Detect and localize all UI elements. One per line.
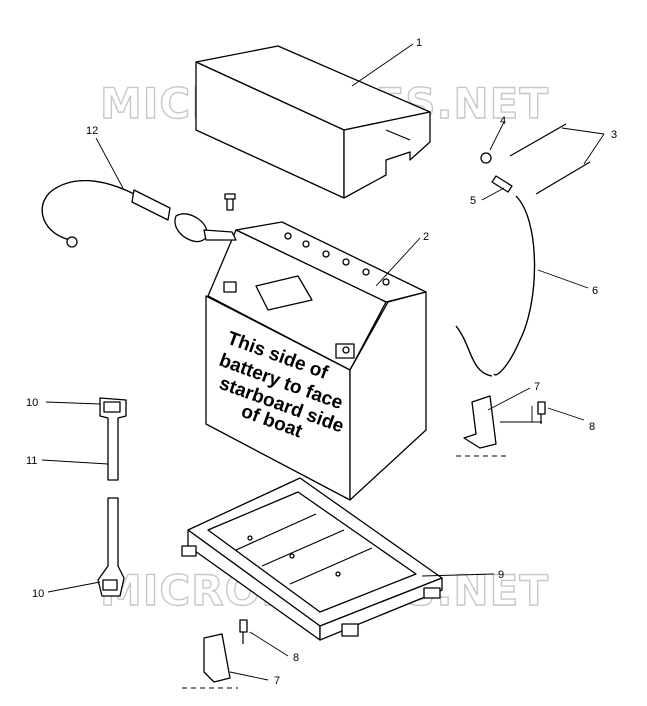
callout-2: 2	[423, 231, 429, 243]
battery-strap	[97, 397, 127, 597]
battery-cable-12	[41, 180, 237, 248]
callout-4: 4	[500, 115, 506, 127]
battery-cable-6	[455, 195, 536, 377]
callout-12: 12	[86, 125, 98, 137]
callout-3: 3	[611, 129, 617, 141]
callout-5: 5	[470, 195, 476, 207]
callout-8-upper: 8	[589, 421, 595, 433]
callout-10-upper: 10	[26, 397, 38, 409]
battery-cover	[195, 45, 431, 199]
callout-numbers: 1 2 3 4 5 6 7 8 9 8 7 10 11 10 12	[26, 37, 617, 687]
callout-10-lower: 10	[32, 588, 44, 600]
callout-leaders	[41, 43, 605, 681]
hardware-bolts	[480, 123, 591, 195]
callout-7-upper: 7	[534, 381, 540, 393]
callout-9: 9	[498, 569, 504, 581]
callout-11: 11	[26, 455, 37, 467]
screw-lower	[239, 619, 248, 644]
hold-down-bracket-upper	[463, 395, 497, 449]
battery	[205, 221, 427, 501]
callout-1: 1	[416, 37, 422, 49]
callout-8-lower: 8	[293, 652, 299, 664]
screw-upper	[537, 401, 546, 424]
hold-down-bracket-lower	[203, 633, 231, 683]
battery-tray	[181, 477, 443, 641]
callout-7-lower: 7	[274, 675, 280, 687]
callout-6: 6	[592, 285, 598, 297]
